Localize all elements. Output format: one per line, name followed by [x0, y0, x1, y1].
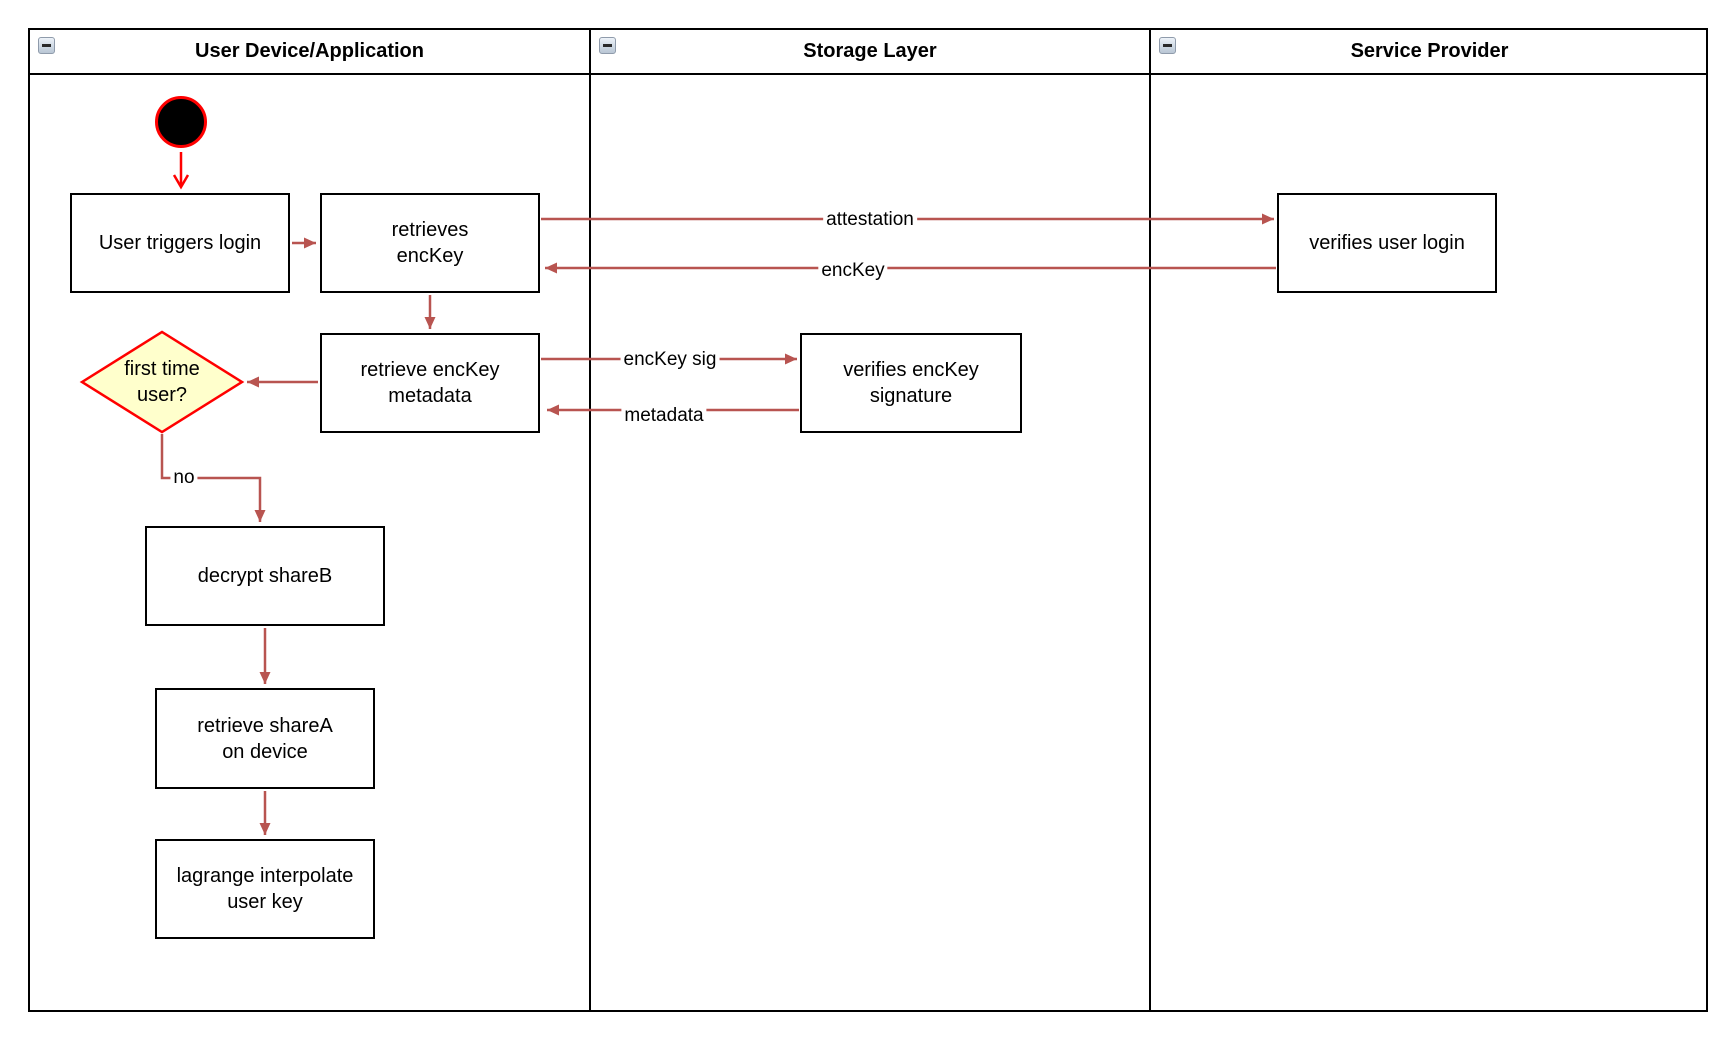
lane-header-user-device[interactable]: User Device/Application — [30, 30, 589, 73]
node-retrieves-enckey[interactable]: retrieves encKey — [320, 193, 540, 293]
node-label: verifies user login — [1309, 232, 1465, 254]
node-retrieve-enckey-metadata[interactable]: retrieve encKey metadata — [320, 333, 540, 433]
node-label: User triggers login — [98, 232, 262, 254]
node-verifies-user-login[interactable]: verifies user login — [1277, 193, 1497, 293]
node-label: lagrange interpolate user key — [176, 865, 354, 913]
edge-label-enckey[interactable]: encKey — [818, 260, 888, 282]
node-label: verifies encKey signature — [843, 359, 979, 407]
node-label: retrieve shareA on device — [197, 714, 333, 763]
decision-first-time-user[interactable] — [79, 330, 245, 434]
edge-label-no[interactable]: no — [170, 467, 198, 489]
edge-decision-no[interactable] — [160, 434, 266, 522]
initial-node[interactable] — [155, 96, 207, 148]
edge-label-enckey-sig[interactable]: encKey sig — [620, 349, 720, 371]
collapse-lane-button[interactable] — [599, 37, 616, 54]
node-lagrange-interpolate[interactable]: lagrange interpolate user key — [155, 839, 375, 939]
lane-title: Storage Layer — [803, 40, 937, 62]
node-verifies-enckey-signature[interactable]: verifies encKey signature — [800, 333, 1022, 433]
minus-icon — [42, 44, 51, 47]
lane-header-service-provider[interactable]: Service Provider — [1151, 30, 1708, 73]
collapse-lane-button[interactable] — [1159, 37, 1176, 54]
lane-header-divider — [28, 73, 1708, 75]
node-decrypt-shareb[interactable]: decrypt shareB — [145, 526, 385, 626]
lane-title: User Device/Application — [195, 40, 424, 62]
node-label: decrypt shareB — [197, 565, 333, 587]
minus-icon — [603, 44, 612, 47]
node-label: retrieves encKey — [391, 219, 469, 267]
minus-icon — [1163, 44, 1172, 47]
lane-header-storage-layer[interactable]: Storage Layer — [591, 30, 1149, 73]
lane-separator — [1149, 28, 1151, 1012]
node-label: retrieve encKey metadata — [360, 359, 500, 407]
edge-label-metadata[interactable]: metadata — [621, 405, 707, 427]
collapse-lane-button[interactable] — [38, 37, 55, 54]
node-user-triggers-login[interactable]: User triggers login — [70, 193, 290, 293]
lane-title: Service Provider — [1350, 40, 1509, 62]
lane-separator — [589, 28, 591, 1012]
edge-label-attestation[interactable]: attestation — [823, 209, 917, 231]
node-retrieve-sharea[interactable]: retrieve shareA on device — [155, 688, 375, 789]
